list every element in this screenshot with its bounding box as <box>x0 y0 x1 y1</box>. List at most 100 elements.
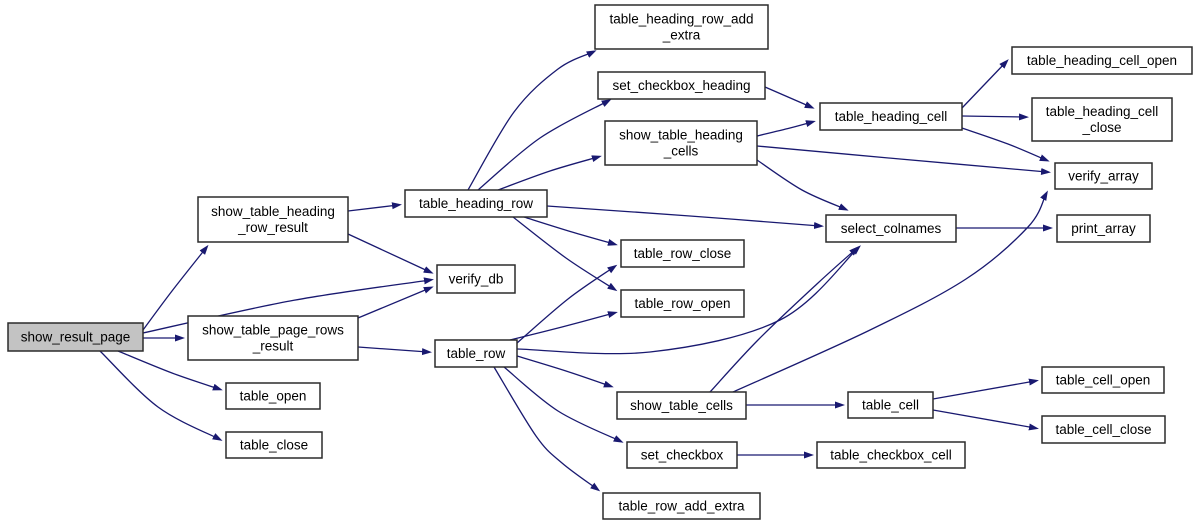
node-label: table_row_open <box>634 296 730 311</box>
graph-node-table_heading_cell_close[interactable]: table_heading_cell_close <box>1031 97 1173 142</box>
graph-node-print_array[interactable]: print_array <box>1056 214 1151 243</box>
graph-edge-show_result_page-to-verify_db <box>142 277 434 334</box>
graph-edge-table_heading_row-to-table_row_open <box>512 216 618 292</box>
graph-node-verify_db[interactable]: verify_db <box>436 264 516 294</box>
node-label: show_table_heading <box>211 204 335 219</box>
graph-node-verify_array[interactable]: verify_array <box>1054 162 1153 190</box>
node-label: print_array <box>1071 221 1136 236</box>
node-label: show_result_page <box>21 330 131 345</box>
node-label: verify_array <box>1068 169 1139 184</box>
graph-edge-table_row-to-set_checkbox <box>503 366 624 443</box>
graph-node-show_table_heading_cells[interactable]: show_table_heading_cells <box>604 120 758 166</box>
graph-edge-show_result_page-to-table_close <box>99 350 223 441</box>
node-box[interactable] <box>404 189 548 218</box>
node-label: set_checkbox_heading <box>612 78 750 93</box>
node-box[interactable] <box>1056 214 1151 243</box>
graph-edge-show_table_page_rows_result-to-verify_db <box>357 286 434 319</box>
node-box[interactable] <box>1054 162 1153 190</box>
graph-node-table_heading_row[interactable]: table_heading_row <box>404 189 548 218</box>
node-box[interactable] <box>1041 415 1166 444</box>
node-label: show_table_page_rows <box>202 323 344 338</box>
node-box[interactable] <box>1031 97 1173 142</box>
graph-node-table_heading_cell_open[interactable]: table_heading_cell_open <box>1011 46 1193 75</box>
graph-edge-show_table_cells-to-verify_array <box>732 190 1048 393</box>
graph-node-show_result_page: show_result_page <box>7 322 144 352</box>
node-box[interactable] <box>434 339 518 368</box>
node-label: table_row_close <box>634 246 732 261</box>
node-label: table_cell <box>862 398 919 413</box>
node-box[interactable] <box>620 239 745 268</box>
node-box[interactable] <box>225 431 323 459</box>
graph-node-table_row_open[interactable]: table_row_open <box>620 289 745 318</box>
nodes-layer: show_result_page show_table_heading_row_r… <box>7 4 1193 520</box>
node-box[interactable] <box>816 441 966 469</box>
graph-node-set_checkbox_heading[interactable]: set_checkbox_heading <box>597 71 766 100</box>
graph-node-show_table_cells[interactable]: show_table_cells <box>616 391 747 420</box>
node-box[interactable] <box>594 4 769 50</box>
node-label: table_heading_row <box>419 196 533 211</box>
node-box[interactable] <box>597 71 766 100</box>
graph-edge-table_heading_cell-to-verify_array <box>961 127 1050 162</box>
node-box[interactable] <box>626 441 738 469</box>
node-label: table_close <box>240 438 308 453</box>
node-label: _row_result <box>237 220 308 235</box>
graph-edge-table_row-to-select_colnames <box>516 245 861 355</box>
graph-edge-table_heading_row-to-show_table_heading_cells <box>497 155 602 191</box>
edges-layer <box>99 50 1053 492</box>
node-box[interactable] <box>604 120 758 166</box>
node-label: select_colnames <box>841 221 942 236</box>
graph-edge-show_table_page_rows_result-to-table_row <box>357 346 432 356</box>
graph-edge-show_table_heading_cells-to-table_heading_cell <box>756 120 816 137</box>
graph-node-show_table_heading_row_result[interactable]: show_table_heading_row_result <box>197 196 349 243</box>
graph-edge-table_heading_row-to-set_checkbox_heading <box>477 99 612 191</box>
node-box[interactable] <box>436 264 516 294</box>
node-box[interactable] <box>620 289 745 318</box>
graph-node-set_checkbox[interactable]: set_checkbox <box>626 441 738 469</box>
graph-node-table_cell_close[interactable]: table_cell_close <box>1041 415 1166 444</box>
node-label: table_row <box>447 346 506 361</box>
node-label: table_checkbox_cell <box>830 448 952 463</box>
node-box[interactable] <box>1041 366 1165 394</box>
node-label: table_heading_cell <box>1046 104 1159 119</box>
node-label: table_row_add_extra <box>618 499 745 514</box>
node-label: _close <box>1081 120 1121 135</box>
node-box[interactable] <box>187 315 359 361</box>
graph-edge-table_cell-to-table_cell_close <box>932 409 1039 431</box>
graph-node-table_open[interactable]: table_open <box>225 382 321 410</box>
node-box[interactable] <box>819 102 963 131</box>
graph-node-table_row_add_extra[interactable]: table_row_add_extra <box>602 492 761 520</box>
graph-node-table_cell_open[interactable]: table_cell_open <box>1041 366 1165 394</box>
node-box[interactable] <box>616 391 747 420</box>
graph-edge-table_heading_row-to-table_heading_row_add_extra <box>467 50 597 191</box>
node-label: table_heading_cell_open <box>1027 53 1177 68</box>
node-label: table_cell_close <box>1055 422 1151 437</box>
graph-node-select_colnames[interactable]: select_colnames <box>825 214 957 243</box>
node-box[interactable] <box>197 196 349 243</box>
graph-edge-table_heading_row-to-select_colnames <box>546 205 824 230</box>
graph-node-table_checkbox_cell[interactable]: table_checkbox_cell <box>816 441 966 469</box>
graph-node-table_close[interactable]: table_close <box>225 431 323 459</box>
graph-node-table_row_close[interactable]: table_row_close <box>620 239 745 268</box>
graph-node-table_heading_cell[interactable]: table_heading_cell <box>819 102 963 131</box>
graph-node-table_heading_row_add_extra[interactable]: table_heading_row_add_extra <box>594 4 769 50</box>
node-label: _extra <box>662 28 701 43</box>
graph-node-table_row[interactable]: table_row <box>434 339 518 368</box>
graph-node-show_table_page_rows_result[interactable]: show_table_page_rows_result <box>187 315 359 361</box>
graph-edge-table_heading_cell-to-table_heading_cell_close <box>961 113 1029 121</box>
node-label: table_heading_cell <box>835 109 948 124</box>
graph-edge-show_table_heading_row_result-to-verify_db <box>347 233 434 274</box>
graph-edge-table_heading_row-to-table_row_close <box>523 216 618 246</box>
graph-node-table_cell[interactable]: table_cell <box>847 391 934 419</box>
node-box[interactable] <box>847 391 934 419</box>
graph-edge-table_row-to-table_row_close <box>516 264 618 344</box>
graph-edge-table_row-to-show_table_cells <box>516 355 614 388</box>
graph-edge-table_row-to-table_row_add_extra <box>493 366 601 492</box>
node-label: _result <box>252 339 294 354</box>
node-box[interactable] <box>1011 46 1193 75</box>
node-box[interactable] <box>825 214 957 243</box>
node-box <box>7 322 144 352</box>
node-box[interactable] <box>225 382 321 410</box>
graph-edge-table_row-to-table_row_open <box>509 311 618 341</box>
node-box[interactable] <box>602 492 761 520</box>
